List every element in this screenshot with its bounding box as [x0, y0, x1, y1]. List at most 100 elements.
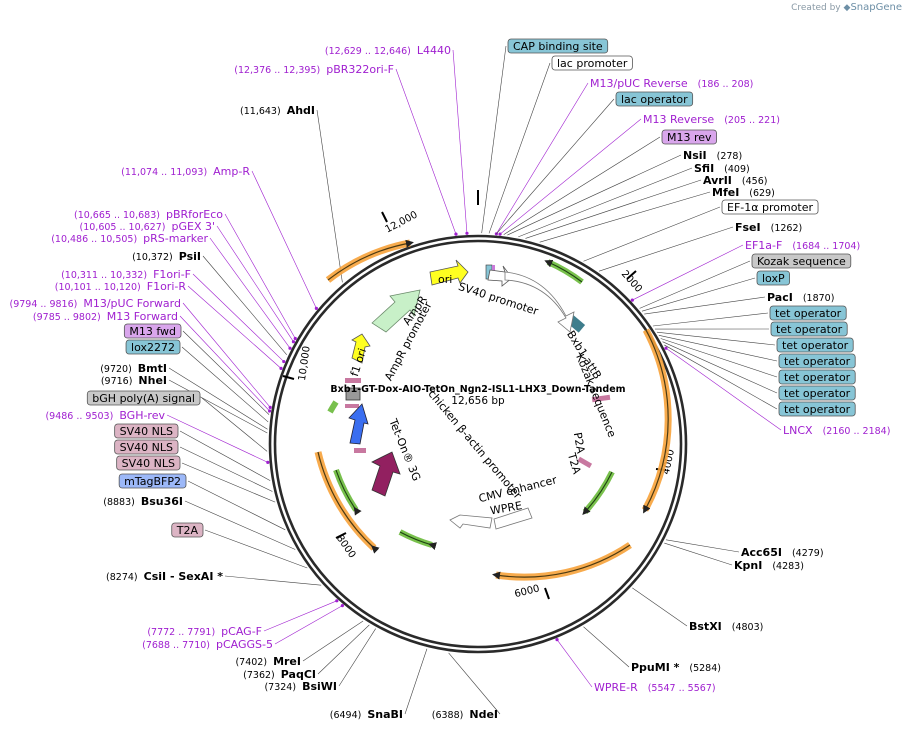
chicken-actin-promoter-arrow: [371, 451, 401, 497]
label-position-range: (7324): [264, 682, 296, 693]
enzyme-site-label: NdeI: [469, 708, 498, 721]
label-position-range: (205 .. 221): [724, 115, 780, 126]
green-arc-strokes: [335, 259, 613, 550]
primer-label: EF1a-F: [745, 239, 782, 252]
enzyme-site-label: NsiI: [683, 149, 707, 162]
created-by-text: Created by: [791, 3, 841, 13]
label-position-range: (8883): [103, 497, 135, 508]
label-position-range: (12,376 .. 12,395): [234, 65, 320, 76]
feature-label-box: [721, 199, 819, 215]
leader-line: [168, 379, 268, 434]
leader-line: [662, 341, 778, 394]
label-position-range: (10,372): [132, 252, 173, 263]
leader-line: [658, 335, 778, 362]
label-position-range: (5284): [689, 663, 721, 674]
leader-line: [632, 587, 688, 627]
label-position-range: (6388): [432, 710, 464, 721]
leader-line: [224, 575, 322, 586]
label-position-range: (629): [749, 188, 775, 199]
feature-label: Kozak sequence: [757, 255, 846, 268]
label-position-range: (2160 .. 2184): [823, 426, 891, 437]
leader-line: [338, 628, 376, 687]
primer-label: M13/pUC Forward: [83, 297, 181, 310]
feature-label-box: [118, 473, 187, 489]
enzyme-site-label: PpuMI *: [631, 661, 680, 674]
primer-site-mark: [282, 359, 286, 364]
label-position-range: (10,605 .. 10,627): [80, 222, 166, 233]
label-position-range: (9716): [101, 376, 133, 387]
f1ori-label: f1 ori: [348, 347, 369, 378]
ring-tick-10000: 10,000: [297, 345, 313, 381]
leader-line: [202, 255, 287, 356]
inner-feature-arrows: [348, 259, 575, 530]
leader-line: [216, 225, 294, 342]
feature-label-box: [86, 390, 201, 406]
primer-site-mark: [288, 346, 292, 350]
feature-label-box: [615, 91, 694, 107]
label-position-range: (6494): [330, 710, 362, 721]
leader-line: [598, 226, 734, 272]
sv40-promoter-arrow: [487, 265, 513, 287]
leader-line: [656, 331, 776, 346]
leader-line: [166, 414, 268, 463]
leader-line: [209, 237, 291, 349]
label-position-range: (1684 .. 1704): [792, 241, 860, 252]
primer-label: BGH-rev: [119, 409, 165, 422]
enzyme-site-label: PacI: [767, 291, 793, 304]
label-position-range: (10,486 .. 10,505): [51, 234, 137, 245]
leader-line: [181, 346, 269, 423]
feature-label: tet operator: [784, 371, 851, 384]
feature-label-box: [661, 129, 717, 145]
leader-line: [652, 312, 769, 327]
feature-label: M13 rev: [667, 131, 712, 144]
label-position-range: (4283): [772, 561, 804, 572]
label-position-range: (10,101 .. 10,120): [55, 282, 141, 293]
leader-line: [204, 529, 308, 569]
label-position-range: (9486 .. 9503): [45, 411, 113, 422]
sv40-promoter-label: SV40 promoter: [457, 280, 540, 318]
primer-site-mark: [267, 409, 272, 413]
leader-line: [503, 136, 661, 235]
feature-label-box: [171, 522, 204, 538]
feature-label: mTagBFP2: [124, 475, 181, 488]
label-position-range: (1870): [803, 293, 835, 304]
primer-site-mark: [498, 232, 502, 236]
enzyme-site-label: MfeI: [712, 186, 739, 199]
primer-label: WPRE-R: [594, 681, 638, 694]
primer-site-mark: [314, 306, 318, 310]
feature-label-box: [756, 270, 790, 286]
primer-site-mark: [279, 366, 283, 370]
enzyme-site-label: PsiI: [179, 250, 201, 263]
feature-label: tet operator: [776, 323, 843, 336]
primer-label: pCAGGS-5: [216, 638, 273, 651]
enzyme-site-label: SfiI: [694, 162, 714, 175]
feature-label: tet operator: [784, 403, 851, 416]
feature-label: SV40 NLS: [120, 441, 173, 454]
leader-line: [192, 273, 284, 362]
feature-label-box: [114, 423, 179, 439]
label-position-range: (4279): [792, 548, 824, 559]
feature-label-box: [116, 455, 181, 471]
feature-label: T2A: [176, 524, 199, 537]
enzyme-site-label: AvrII: [703, 174, 732, 187]
ring-tick-12000: 12,000: [383, 209, 419, 235]
label-position-range: (4803): [732, 622, 764, 633]
feature-label: tet operator: [775, 307, 842, 320]
primer-site-mark: [340, 604, 344, 608]
label-position-range: (7772 .. 7791): [147, 627, 215, 638]
primer-label: pCAG-F: [221, 625, 262, 638]
feature-label-box: [778, 353, 856, 369]
enzyme-site-label: KpnI: [734, 559, 762, 572]
ring-tick-2000: 2000: [619, 269, 644, 295]
leader-line: [182, 302, 271, 408]
enzyme-site-label: CsiI - SexAI *: [144, 570, 224, 583]
leader-line: [179, 315, 270, 412]
wpre-label: WPRE: [489, 499, 523, 517]
leader-line: [664, 344, 778, 410]
leader-line: [274, 605, 343, 645]
leader-line: [496, 98, 615, 235]
enzyme-site-label: FseI: [735, 221, 761, 234]
primer-label: M13/pUC Reverse: [590, 77, 688, 90]
leader-line: [664, 542, 733, 566]
label-position-range: (10,665 .. 10,683): [74, 210, 160, 221]
